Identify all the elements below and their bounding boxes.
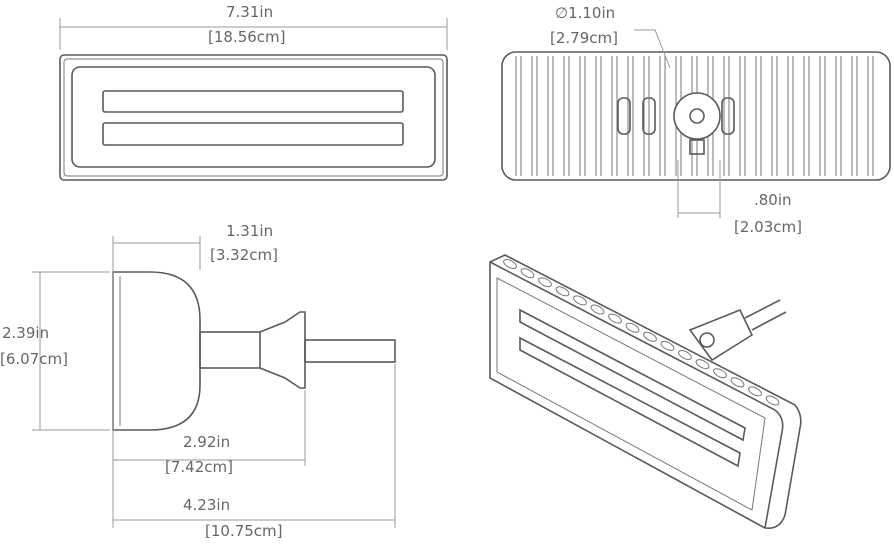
fin-slot xyxy=(555,286,570,297)
offset-cm-label: [2.03cm] xyxy=(734,218,802,236)
total-cm-label: [10.75cm] xyxy=(205,522,283,540)
fin-slot xyxy=(730,377,745,388)
fin-slot xyxy=(660,340,675,351)
depth-in-label: 1.31in xyxy=(226,222,273,240)
mount-in-label: 2.92in xyxy=(183,433,230,451)
side-view: 1.31in [3.32cm] 2.39in [6.07cm] 2.92in [… xyxy=(0,222,396,540)
total-in-label: 4.23in xyxy=(183,496,230,514)
fin-slot xyxy=(678,349,692,361)
fin-slot xyxy=(608,313,622,324)
fin-slot xyxy=(590,304,605,315)
fin-slot xyxy=(503,258,517,270)
width-cm-label: [18.56cm] xyxy=(208,28,286,46)
fin-slot xyxy=(643,331,657,342)
fin-slot xyxy=(748,386,762,397)
fin-slot xyxy=(695,359,710,370)
height-cm-label: [6.07cm] xyxy=(0,350,68,368)
back-view: ∅1.10in [2.79cm] .80in [2.03cm] xyxy=(501,4,891,236)
isometric-view xyxy=(489,254,802,530)
fin-slot xyxy=(538,277,552,288)
diameter-in-label: ∅1.10in xyxy=(555,4,615,22)
fin-slot xyxy=(520,268,535,279)
height-in-label: 2.39in xyxy=(2,324,49,342)
fin-slot xyxy=(625,322,640,333)
diameter-cm-label: [2.79cm] xyxy=(550,29,618,47)
front-view: 7.31in [18.56cm] xyxy=(59,3,448,181)
width-in-label: 7.31in xyxy=(226,3,273,21)
mount-cm-label: [7.42cm] xyxy=(165,458,233,476)
fin-slot xyxy=(573,295,587,306)
offset-in-label: .80in xyxy=(754,191,792,209)
fin-slot xyxy=(713,368,727,379)
depth-cm-label: [3.32cm] xyxy=(210,246,278,264)
fin-slot xyxy=(765,395,780,406)
